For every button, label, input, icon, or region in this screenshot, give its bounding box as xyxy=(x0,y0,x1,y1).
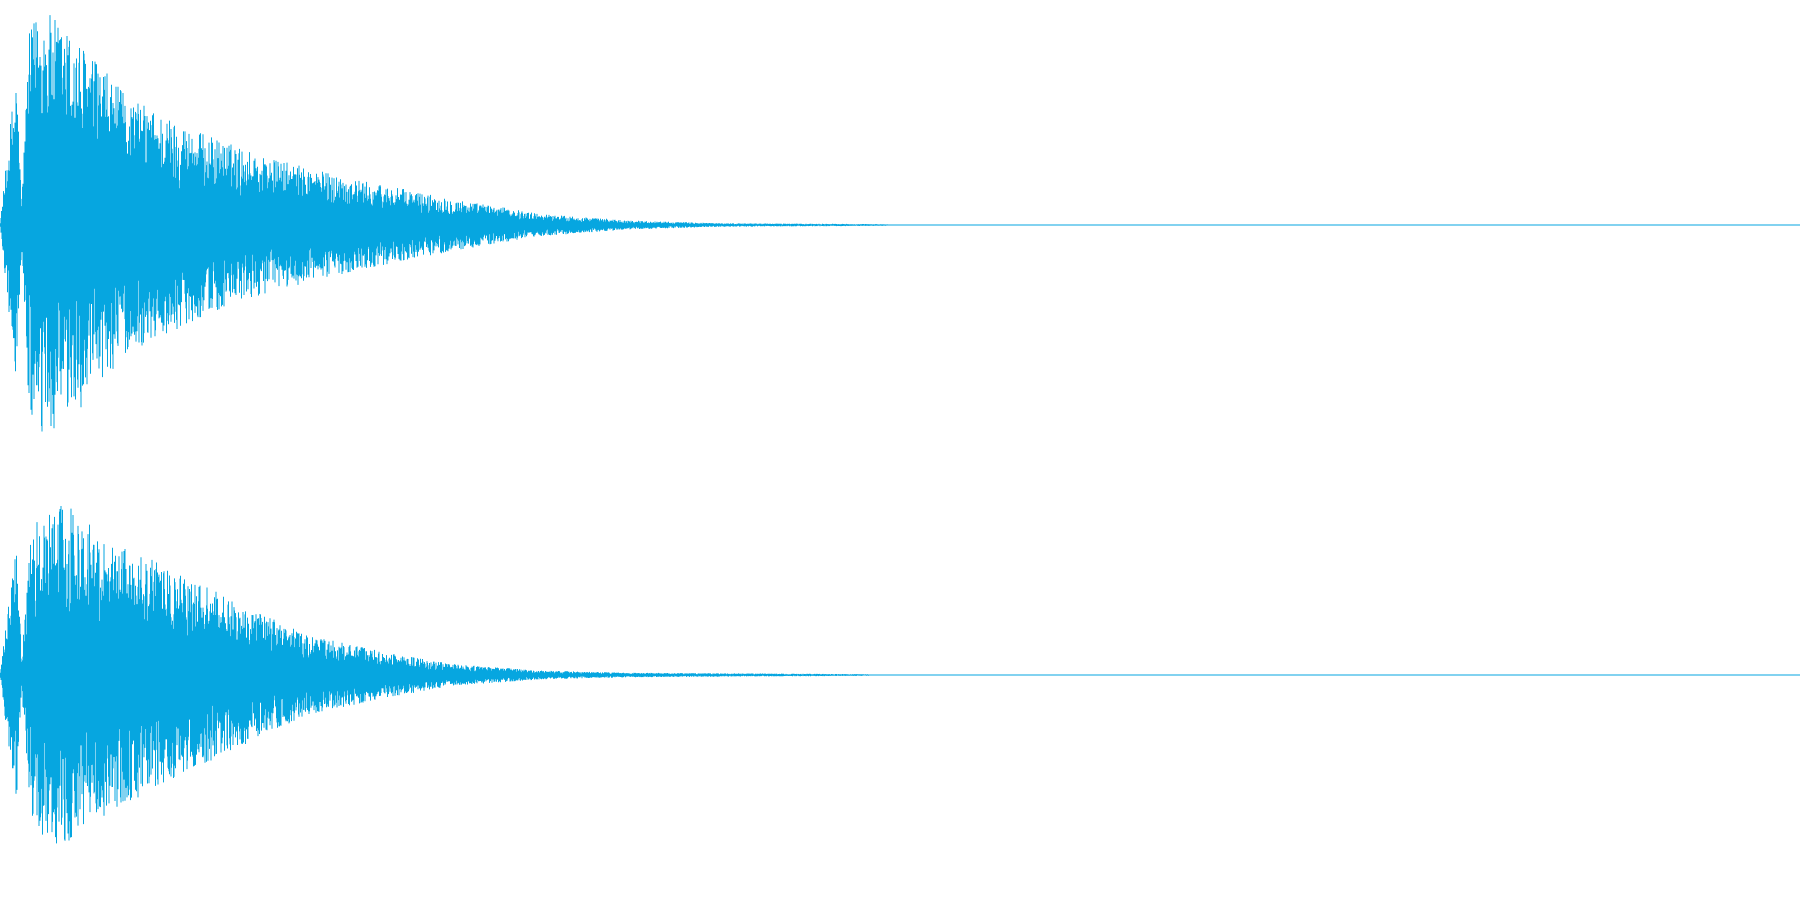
waveform-right-svg xyxy=(0,506,1800,844)
waveform-right xyxy=(0,506,881,844)
channel-left[interactable] xyxy=(0,0,1800,450)
waveform-left-svg xyxy=(0,15,1800,432)
channel-right[interactable] xyxy=(0,450,1800,900)
waveform-left xyxy=(0,15,899,432)
